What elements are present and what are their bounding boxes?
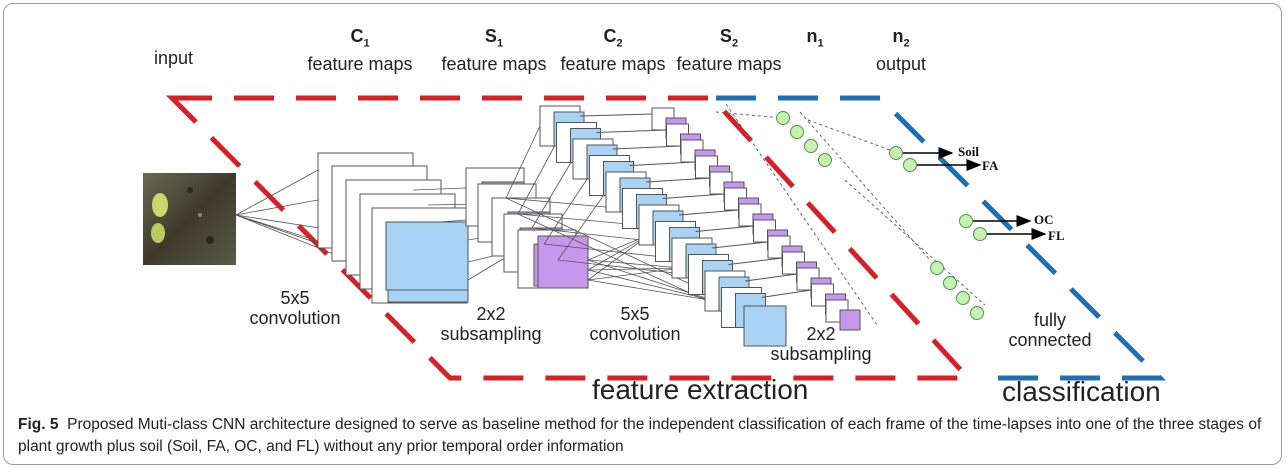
s1-c2-connection-line xyxy=(517,142,557,215)
c2-s2-connection-line xyxy=(612,145,682,150)
s1-c2-connection-line xyxy=(505,125,541,199)
figure-frame xyxy=(3,3,1282,465)
c2-s2-connection-line xyxy=(695,225,754,232)
class-label-soil: Soil xyxy=(958,144,979,159)
c2-s2-connection-line xyxy=(579,113,653,117)
label-feature-extraction: feature extraction xyxy=(592,374,809,405)
c2-s2-connection-line xyxy=(711,241,769,249)
s1-c2-connection-line xyxy=(531,158,574,229)
c2-s2-connection-line xyxy=(744,273,798,282)
s1-c2-connection-line xyxy=(587,267,683,271)
c1-s1-connection-line xyxy=(412,187,467,191)
figure-caption: Fig. 5 Proposed Muti-class CNN architect… xyxy=(18,414,1268,458)
s1-c2-connection-line xyxy=(543,175,590,245)
fc-line xyxy=(725,103,878,326)
s1-c2-connection-line xyxy=(587,267,683,281)
c2-s2-connection-line xyxy=(629,161,696,166)
n2-neuron xyxy=(889,146,903,160)
n1-neuron xyxy=(930,261,944,275)
c2-s2-connection-line xyxy=(645,177,711,183)
c2-s2-connection-line xyxy=(662,193,725,199)
c2-map-front xyxy=(743,305,787,347)
class-label-fa: FA xyxy=(982,158,999,173)
n2-neuron xyxy=(973,227,987,241)
fc-line xyxy=(715,111,784,119)
n2-neuron xyxy=(959,214,973,228)
input-image xyxy=(143,173,236,265)
n1-neurons xyxy=(776,111,984,320)
fc-line xyxy=(844,179,986,306)
c2-s2-connection-line xyxy=(761,289,812,298)
c2-feature-maps xyxy=(539,105,787,347)
c2-s2-connection-line xyxy=(678,209,740,216)
c2-s2-connection-line xyxy=(596,129,667,133)
s1-c2-connection-line xyxy=(557,191,607,261)
input-connection-line xyxy=(235,214,333,231)
n1-neuron xyxy=(956,291,970,305)
s1-c2-connection-line xyxy=(543,243,673,259)
n1-neuron xyxy=(776,111,790,125)
s1-c2-connection-line xyxy=(505,197,623,209)
s1-map-front xyxy=(537,235,589,289)
n1-neuron xyxy=(970,306,984,320)
s2-map xyxy=(839,309,861,331)
s1-c2-connection-line xyxy=(587,279,716,302)
class-label-fl: FL xyxy=(1048,228,1065,243)
label-classification: classification xyxy=(1002,376,1161,407)
c1-map-front xyxy=(385,221,469,291)
n2-neuron xyxy=(903,158,917,172)
label-input: input xyxy=(154,48,194,68)
label-n1: n1 xyxy=(806,26,824,50)
n1-neuron xyxy=(943,276,957,290)
classification-outline xyxy=(716,95,1167,381)
caption-text: Proposed Muti-class CNN architecture des… xyxy=(18,416,1262,455)
input-connection-line xyxy=(235,199,319,216)
s1-c2-connection-line xyxy=(517,213,640,226)
s1-c2-connection-line xyxy=(557,259,689,275)
classification-region xyxy=(716,95,1167,381)
output-arrows xyxy=(903,147,1047,240)
s2-feature-maps xyxy=(579,107,861,331)
class-label-oc: OC xyxy=(1034,212,1054,227)
feature-extraction-region xyxy=(165,95,974,381)
fully-connected-lines xyxy=(715,103,986,326)
n1-neuron xyxy=(818,153,832,167)
fc-line xyxy=(807,119,891,151)
feature-extraction-outline xyxy=(165,95,974,381)
caption-figure-number: Fig. 5 xyxy=(18,416,59,433)
s1-c2-connection-line xyxy=(587,269,716,302)
c1-feature-maps xyxy=(317,152,469,304)
c2-s2-connection-line xyxy=(728,257,783,265)
fc-line xyxy=(799,111,931,261)
n2-neurons xyxy=(889,146,987,241)
n1-neuron xyxy=(804,139,818,153)
n1-neuron xyxy=(790,125,804,139)
input-connection-line xyxy=(235,169,319,216)
